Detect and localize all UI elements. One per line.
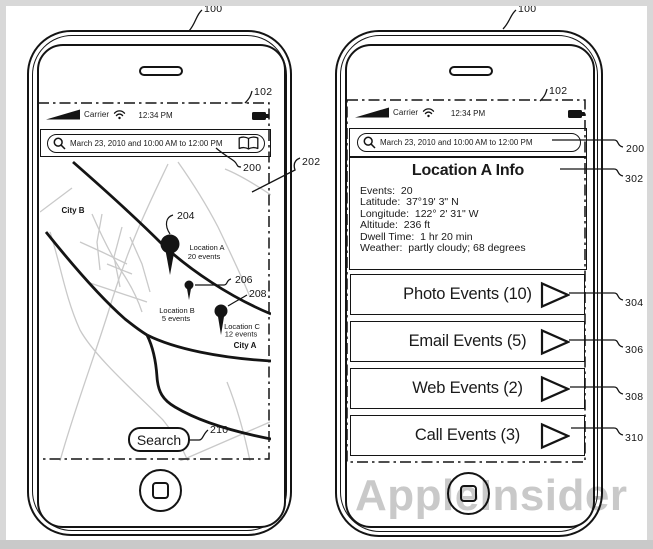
call-events-label: Call Events (3) <box>414 426 521 444</box>
info-line-weather: Weather: partly cloudy; 68 degrees <box>360 242 526 255</box>
email-events-label: Email Events (5) <box>408 332 527 350</box>
page-edge-top <box>0 0 653 6</box>
location-b-events: 5 events <box>162 314 191 323</box>
map-pin-location-b[interactable] <box>184 280 194 301</box>
play-icon <box>540 328 570 355</box>
clock-label: 12:34 PM <box>450 109 486 118</box>
web-events-button[interactable]: Web Events (2) <box>350 368 585 409</box>
play-icon <box>540 281 570 308</box>
ref-208: 208 <box>249 288 267 300</box>
speaker-icon <box>449 66 493 76</box>
home-button-square <box>152 482 169 499</box>
info-panel-title: Location A Info <box>411 162 525 179</box>
ref-100-right: 100 <box>518 3 537 15</box>
ref-308: 308 <box>625 391 644 403</box>
map-pin-location-a[interactable] <box>160 234 180 276</box>
ref-102-left: 102 <box>254 86 273 98</box>
ref-204: 204 <box>177 210 195 222</box>
ref-100-left: 100 <box>204 3 223 15</box>
call-events-button[interactable]: Call Events (3) <box>350 415 585 456</box>
map-canvas: City B City A Location A 20 events Locat… <box>39 160 272 462</box>
info-panel-lines: Events: 20 Latitude: 37°19' 3" N Longitu… <box>360 185 586 255</box>
right-phone-device: Carrier 12:34 PM March 23, 2010 and 10:0… <box>335 30 603 537</box>
ref-102-right: 102 <box>549 85 568 97</box>
search-icon <box>53 137 66 150</box>
ref-200-left: 200 <box>243 162 262 174</box>
location-a-name: Location A <box>189 243 224 252</box>
city-b-label: City B <box>61 206 84 215</box>
search-bar-container: March 23, 2010 and 10:00 AM to 12:00 PM <box>40 129 271 157</box>
email-events-button[interactable]: Email Events (5) <box>350 321 585 362</box>
search-button[interactable]: Search <box>128 427 190 452</box>
search-bar-container: March 23, 2010 and 10:00 AM to 12:00 PM <box>349 128 587 157</box>
ref-210: 210 <box>210 424 229 436</box>
home-button[interactable] <box>447 472 490 515</box>
location-c-events: 12 events <box>225 330 258 339</box>
left-phone-device: Carrier 12:34 PM March 23, 2010 and 10:0… <box>27 30 292 536</box>
photo-events-label: Photo Events (10) <box>403 285 532 303</box>
page-edge-left <box>0 0 6 549</box>
ref-304: 304 <box>625 297 644 309</box>
ref-202: 202 <box>302 156 321 168</box>
ref-310: 310 <box>625 432 644 444</box>
ref-302: 302 <box>625 173 644 185</box>
photo-events-button[interactable]: Photo Events (10) <box>350 274 585 315</box>
battery-icon <box>252 112 269 120</box>
search-input[interactable]: March 23, 2010 and 10:00 AM to 12:00 PM <box>47 133 265 153</box>
bookmarks-book-icon[interactable] <box>238 135 259 151</box>
speaker-icon <box>139 66 183 76</box>
play-icon <box>540 375 570 402</box>
search-query-text: March 23, 2010 and 10:00 AM to 12:00 PM <box>380 138 533 147</box>
play-icon <box>540 422 570 449</box>
ref-206: 206 <box>235 274 253 286</box>
ref-200-right: 200 <box>626 143 645 155</box>
web-events-label: Web Events (2) <box>412 379 523 397</box>
page-edge-bottom <box>0 540 653 549</box>
search-query-text: March 23, 2010 and 10:00 AM to 12:00 PM <box>70 138 223 148</box>
home-button[interactable] <box>139 469 182 512</box>
city-a-label: City A <box>234 341 257 350</box>
info-line-altitude: Altitude: 236 ft <box>360 219 431 232</box>
home-button-square <box>460 485 477 502</box>
search-input[interactable]: March 23, 2010 and 10:00 AM to 12:00 PM <box>357 133 581 152</box>
battery-icon <box>568 110 585 118</box>
map-view[interactable]: City B City A Location A 20 events Locat… <box>39 157 272 462</box>
location-info-panel: Location A Info Events: 20 Latitude: 37°… <box>349 157 587 270</box>
status-bar: Carrier 12:34 PM <box>40 106 271 129</box>
clock-label: 12:34 PM <box>138 111 173 120</box>
right-phone-body-edge <box>340 35 598 532</box>
search-icon <box>363 136 376 149</box>
ref-306: 306 <box>625 344 644 356</box>
left-phone-body-edge <box>32 35 287 531</box>
page-edge-right <box>647 0 653 549</box>
status-bar: Carrier 12:34 PM <box>349 104 587 127</box>
location-a-events: 20 events <box>188 252 221 261</box>
